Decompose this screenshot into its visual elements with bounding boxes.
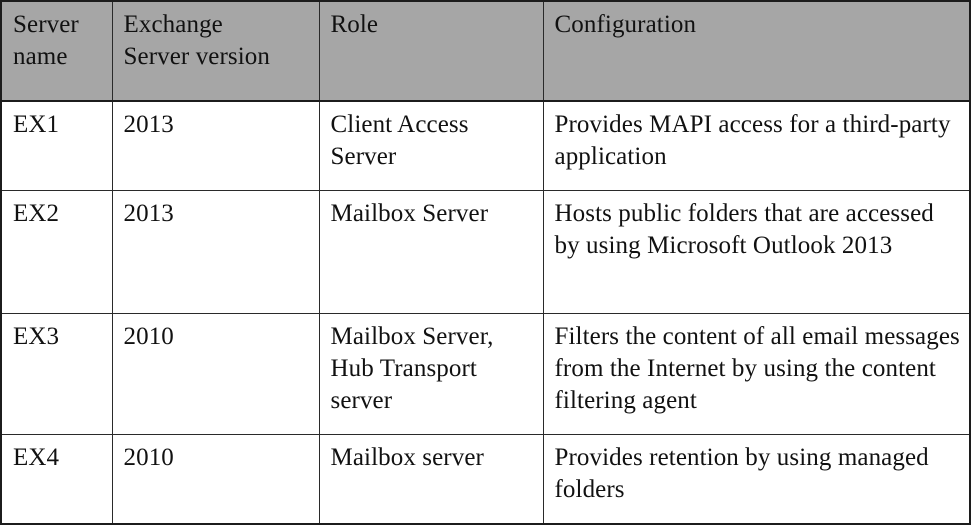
cell-server-name: EX4 (0, 433, 113, 525)
cell-exchange-version: 2010 (111, 312, 320, 435)
column-header-configuration: Configuration (542, 0, 971, 102)
table-row: EX2 2013 Mailbox Server Hosts public fol… (0, 189, 971, 314)
column-header-exchange-version: Exchange Server version (111, 0, 320, 102)
cell-role: Client Access Server (318, 100, 544, 191)
cell-role: Mailbox Server (318, 189, 544, 314)
table-row: EX4 2010 Mailbox server Provides retenti… (0, 433, 971, 525)
table-row: EX3 2010 Mailbox Server, Hub Transport s… (0, 312, 971, 435)
cell-exchange-version: 2010 (111, 433, 320, 525)
cell-configuration: Provides MAPI access for a third-party a… (542, 100, 971, 191)
table-row: EX1 2013 Client Access Server Provides M… (0, 100, 971, 191)
cell-server-name: EX2 (0, 189, 113, 314)
cell-configuration: Hosts public folders that are accessed b… (542, 189, 971, 314)
column-header-server-name: Server name (0, 0, 113, 102)
cell-configuration: Provides retention by using managed fold… (542, 433, 971, 525)
cell-exchange-version: 2013 (111, 189, 320, 314)
cell-role: Mailbox Server, Hub Transport server (318, 312, 544, 435)
table-header: Server name Exchange Server version Role… (0, 0, 971, 102)
table-body: EX1 2013 Client Access Server Provides M… (0, 100, 971, 525)
cell-exchange-version: 2013 (111, 100, 320, 191)
table-header-row: Server name Exchange Server version Role… (0, 0, 971, 102)
cell-server-name: EX3 (0, 312, 113, 435)
cell-server-name: EX1 (0, 100, 113, 191)
cell-role: Mailbox server (318, 433, 544, 525)
cell-configuration: Filters the content of all email message… (542, 312, 971, 435)
column-header-role: Role (318, 0, 544, 102)
